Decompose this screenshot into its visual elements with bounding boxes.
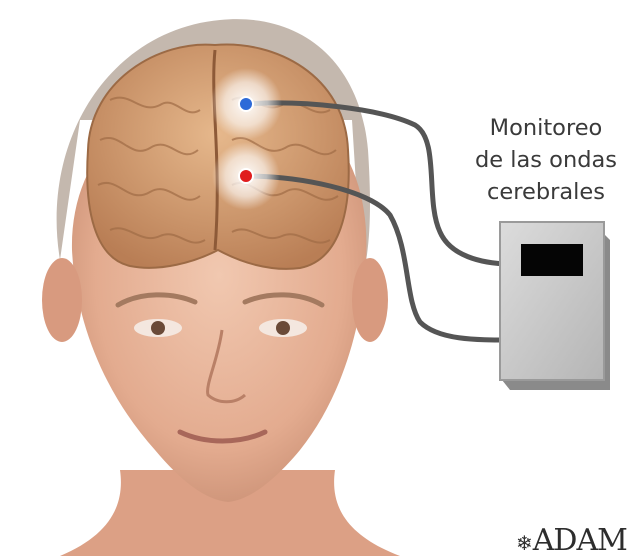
adam-logo: ❄ ADAM	[516, 524, 627, 556]
caption-line-2: de las ondas	[455, 144, 637, 176]
adam-logo-text: ADAM	[533, 526, 627, 556]
electrode-lower	[239, 169, 253, 183]
right-iris	[276, 321, 290, 335]
electrode-upper	[239, 97, 253, 111]
right-ear	[352, 258, 388, 342]
caption-line-3: cerebrales	[455, 176, 637, 208]
left-iris	[151, 321, 165, 335]
adam-logo-icon: ❄	[516, 530, 532, 556]
monitor-screen	[521, 244, 583, 276]
left-ear	[42, 258, 82, 342]
caption-line-1: Monitoreo	[455, 112, 637, 144]
monitor-caption: Monitoreo de las ondas cerebrales	[455, 112, 637, 208]
